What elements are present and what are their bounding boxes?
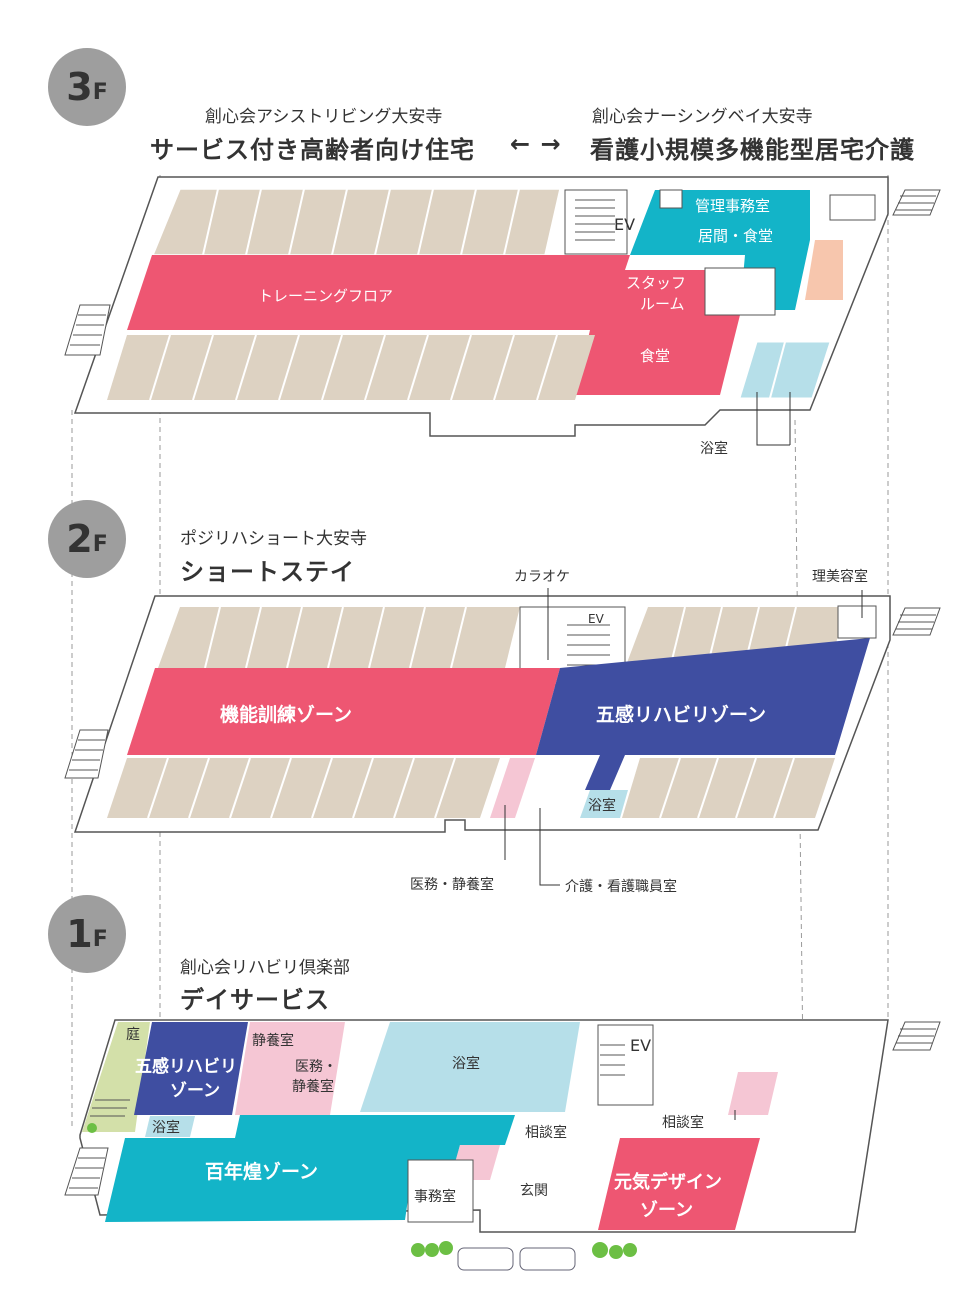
floor2-title: ショートステイ bbox=[180, 558, 355, 586]
floor1-rest-label: 静養室 bbox=[252, 1033, 294, 1049]
floor2-badge-unit: F bbox=[92, 531, 108, 557]
floor1-entrance-label: 玄関 bbox=[520, 1183, 548, 1199]
floor2-badge-num: 2 bbox=[66, 517, 93, 561]
floor3-office-label: 管理事務室 bbox=[695, 197, 771, 215]
floor1-right-stairs-icon bbox=[892, 1021, 941, 1051]
floor3-staff-label: スタッフ bbox=[626, 274, 687, 292]
floor1-bath-label: 浴室 bbox=[452, 1056, 480, 1072]
floor2-subtitle: ポジリハショート大安寺 bbox=[180, 529, 367, 549]
floor3-bath-label: 浴室 bbox=[700, 441, 728, 457]
floor2-barber-label: 理美容室 bbox=[812, 569, 868, 585]
floor2-ev-label: EV bbox=[588, 612, 604, 626]
floor2-zone-left-label: 機能訓練ゾーン bbox=[220, 704, 353, 726]
floor1-senses-label2: ゾーン bbox=[170, 1081, 221, 1101]
floor3-ev-label: EV bbox=[614, 215, 636, 234]
floor1-hyakunen-label: 百年煌ゾーン bbox=[205, 1161, 319, 1183]
floor3-left-title: サービス付き高齢者向け住宅 bbox=[150, 136, 475, 164]
floor1-med-label2: 静養室 bbox=[292, 1079, 334, 1095]
floor2-bath-label: 浴室 bbox=[588, 798, 616, 814]
floor1-office-label: 事務室 bbox=[414, 1189, 456, 1205]
floor3-training-label: トレーニングフロア bbox=[258, 287, 394, 305]
floor1-small-bath-label: 浴室 bbox=[152, 1120, 180, 1136]
floor1-badge-num: 1 bbox=[66, 912, 93, 956]
parking-cars-icon bbox=[457, 1247, 576, 1271]
floor3-plan bbox=[64, 176, 941, 446]
floor3-arrow: ← → bbox=[510, 130, 562, 158]
floor1-genki-label2: ゾーン bbox=[640, 1200, 694, 1221]
floor3-badge-unit: F bbox=[92, 79, 108, 105]
floor3-right-stairs-icon bbox=[892, 189, 941, 216]
floor1-consult-right-label: 相談室 bbox=[662, 1115, 704, 1131]
floor2-left-stairs-icon bbox=[64, 729, 109, 779]
floor1-garden-label: 庭 bbox=[126, 1027, 140, 1043]
floor3-staff-label2: ルーム bbox=[640, 295, 685, 313]
floor1-consult-label: 相談室 bbox=[525, 1125, 567, 1141]
floor2-medical-label: 医務・静養室 bbox=[410, 877, 494, 893]
floor1-title: デイサービス bbox=[180, 986, 330, 1014]
floor1-genki-label: 元気デザイン bbox=[614, 1172, 722, 1193]
floor3-left-stairs-icon bbox=[64, 304, 111, 356]
floor1-left-stairs-icon bbox=[64, 1147, 109, 1196]
floor2-karaoke-label: カラオケ bbox=[514, 569, 570, 585]
floor3-dining-label: 食堂 bbox=[640, 347, 671, 365]
floor2-zone-right-label: 五感リハビリゾーン bbox=[596, 704, 767, 726]
floor1-plan bbox=[64, 1019, 941, 1271]
floor3-badge-num: 3 bbox=[66, 65, 93, 109]
tree-icon bbox=[411, 1241, 637, 1259]
floor3-right-title: 看護小規模多機能型居宅介護 bbox=[590, 136, 915, 164]
floor1-ev-label: EV bbox=[630, 1036, 652, 1055]
floor2-right-stairs-icon bbox=[892, 607, 941, 636]
floor3-left-subtitle: 創心会アシストリビング大安寺 bbox=[205, 107, 443, 127]
floor1-subtitle: 創心会リハビリ倶楽部 bbox=[180, 958, 350, 978]
floor1-med-label: 医務・ bbox=[295, 1059, 337, 1075]
floor1-senses-label: 五感リハビリ bbox=[135, 1057, 237, 1077]
floor3-rooms-top bbox=[151, 188, 561, 256]
floor1-badge-unit: F bbox=[92, 926, 108, 952]
floor3-living-label: 居間・食堂 bbox=[698, 227, 774, 245]
floor3-right-subtitle: 創心会ナーシングベイ大安寺 bbox=[592, 107, 813, 127]
floor2-plan bbox=[64, 588, 941, 886]
floor2-care-label: 介護・看護職員室 bbox=[565, 879, 677, 895]
